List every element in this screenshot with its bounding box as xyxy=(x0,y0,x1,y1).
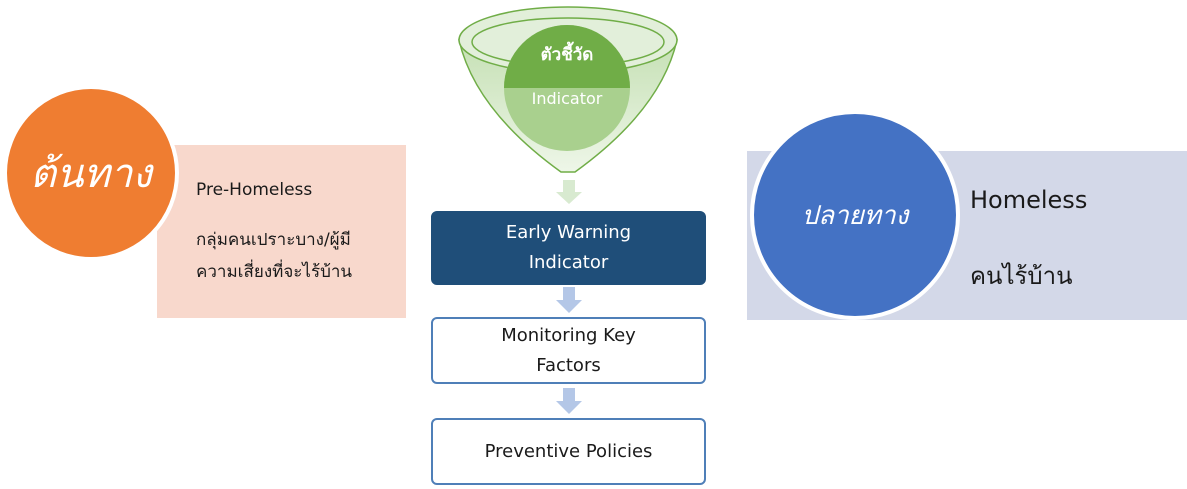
monitoring-line2: Factors xyxy=(536,354,601,376)
indicator-label-en: Indicator xyxy=(532,89,603,108)
down-arrow-icon xyxy=(556,388,582,414)
early-warning-line1: Early Warning xyxy=(505,222,632,243)
homeless-title-th: คนไร้บ้าน xyxy=(970,262,1073,290)
destination-circle-label: ปลายทาง xyxy=(801,200,909,231)
down-arrow-icon xyxy=(556,180,582,204)
destination-circle: ปลายทาง xyxy=(750,110,960,320)
preventive-policies-box: Preventive Policies xyxy=(431,418,706,485)
vulnerable-group-text-line2: ความเสี่ยงที่จะไร้บ้าน xyxy=(196,262,353,282)
indicator-funnel: ตัวชี้วัด Indicator xyxy=(458,6,678,173)
monitoring-line1: Monitoring Key xyxy=(501,324,636,346)
down-arrow-icon xyxy=(556,287,582,313)
source-circle-label: ต้นทาง xyxy=(30,151,152,197)
homeless-title-en: Homeless xyxy=(970,186,1088,214)
source-circle: ต้นทาง xyxy=(3,85,179,261)
pre-homeless-panel xyxy=(157,145,406,318)
pre-homeless-title: Pre-Homeless xyxy=(196,180,313,200)
preventive-policies-label: Preventive Policies xyxy=(484,440,653,462)
vulnerable-group-text-line1: กลุ่มคนเปราะบาง/ผู้มี xyxy=(196,230,351,250)
monitoring-key-factors-box: Monitoring Key Factors xyxy=(431,317,706,384)
early-warning-line2: Indicator xyxy=(528,252,609,273)
early-warning-indicator-box: Early Warning Indicator xyxy=(431,211,706,285)
indicator-label-th: ตัวชี้วัด xyxy=(541,41,594,65)
